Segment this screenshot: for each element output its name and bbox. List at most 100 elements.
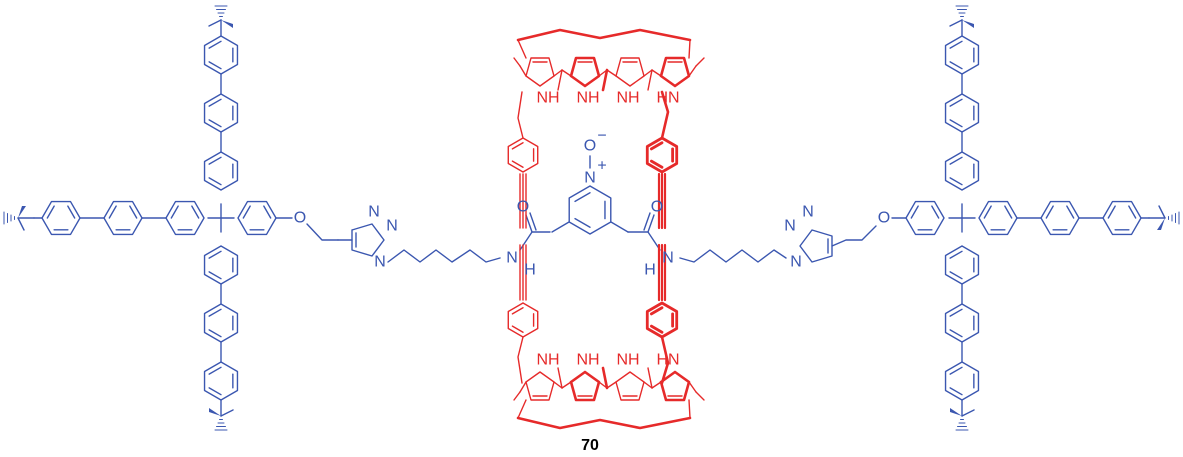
stopper-ring	[944, 151, 980, 191]
phenoxy-ring	[905, 200, 945, 236]
stopper-ring	[203, 151, 239, 191]
stopper-ring-double-bond	[208, 387, 222, 396]
stopper-ring-double-bond	[67, 205, 76, 219]
triazole-n: N	[374, 254, 386, 271]
stopper-ring-double-bond	[949, 366, 963, 375]
top-calix-pyrrole	[659, 56, 691, 88]
ring-substituent-bond	[551, 221, 570, 233]
ch2-linker	[306, 223, 339, 241]
carbonyl-o-right: O	[651, 199, 663, 216]
pyrrole-nh-label: NH	[576, 352, 599, 369]
stopper-ring	[203, 93, 239, 133]
triazole-n: N	[790, 254, 802, 271]
bottom-calix-meso-bond	[561, 381, 572, 389]
stopper-ring-double-bond	[949, 387, 963, 396]
top-calix-pyrrole	[569, 56, 601, 88]
bottom-calix-methyl	[647, 367, 653, 389]
stopper-ring-double-bond	[208, 61, 222, 70]
bottom-calix-rim	[688, 399, 691, 419]
bottom-calix-rim	[516, 416, 692, 430]
cage-phenylene-thin	[507, 137, 539, 173]
stopper-ring-double-bond	[208, 308, 222, 317]
n-oxide-o: O	[584, 138, 596, 155]
top-calix-methyl	[601, 68, 609, 92]
pyridine-n-oxide-ring	[568, 185, 612, 235]
pyridine-n: N	[584, 170, 596, 187]
carbonyl-bond	[525, 214, 533, 233]
bottom-calix-methyl	[513, 391, 521, 401]
stopper-ring-double-bond	[949, 61, 963, 70]
bottom-calix-pyrrole	[615, 371, 645, 401]
stopper-ring	[978, 200, 1018, 236]
pyrrole-nh-label: NH	[616, 90, 639, 107]
top-calix-pyrrole	[525, 57, 555, 87]
top-calix-meso-bond	[606, 69, 617, 77]
cage-phenylene-bold-double-bond	[649, 141, 664, 151]
stopper-ring-double-bond	[949, 271, 963, 280]
pyrrole-nh-label: HN	[656, 352, 679, 369]
top-calix-end-bond	[519, 65, 527, 77]
stopper-ring	[944, 35, 980, 75]
top-calix-meso-bond	[651, 69, 662, 77]
tbu-wedge	[962, 20, 974, 28]
stopper-ring-double-bond	[208, 366, 222, 375]
stopper-ring-double-bond	[191, 205, 200, 219]
tbu-wedge	[221, 20, 233, 28]
calixpyrrole-macrocycle	[507, 28, 705, 430]
tbu-wedge	[1157, 218, 1165, 230]
cage-phenylene-thin-double-bond	[511, 325, 524, 333]
butyl-chain-right	[679, 249, 787, 263]
bottom-calix-meso-bond	[651, 381, 662, 389]
stopper-ring-double-bond	[983, 205, 992, 219]
amide-h-right: H	[644, 262, 656, 279]
pyridine-n-oxide-ring-double-bond	[574, 192, 591, 203]
positive-charge: +	[597, 158, 606, 175]
triazole-n: N	[802, 204, 814, 221]
stopper-ring-double-bond	[46, 205, 55, 219]
phenoxy-ring	[237, 200, 277, 236]
stopper-ring-double-bond	[108, 205, 117, 219]
stopper-ring-double-bond	[208, 119, 222, 128]
bottom-calix-pyrrole	[525, 371, 555, 401]
triazole-right	[799, 229, 833, 263]
tbu-methyl	[961, 409, 975, 417]
methylene-link	[517, 336, 524, 384]
butyl-chain-left	[387, 249, 501, 263]
stopper-ring-double-bond	[949, 177, 963, 186]
stopper-ring-double-bond	[1004, 205, 1013, 219]
cage-phenylene-thin-double-bond	[511, 307, 524, 315]
stopper-ring-double-bond	[1128, 205, 1137, 219]
top-calix-methyl	[695, 57, 705, 67]
stopper-ring-double-bond	[1045, 205, 1054, 219]
tbu-wedge	[209, 408, 221, 416]
bottom-calix-rim	[517, 399, 527, 419]
stopper-ring-double-bond	[1107, 205, 1116, 219]
tbu-methyl	[220, 409, 234, 417]
pyrrole-nh-label: NH	[576, 90, 599, 107]
cage-phenylene-thin-double-bond	[511, 160, 524, 168]
stopper-ring-double-bond	[949, 308, 963, 317]
tbu-methyl	[208, 19, 222, 27]
axle-and-stoppers	[3, 5, 1180, 431]
carbonyl-o-left: O	[517, 199, 529, 216]
stopper-ring-double-bond	[208, 177, 222, 186]
cage-phenylene-bold-double-bond	[649, 306, 664, 316]
top-calix-end-bond	[688, 65, 697, 77]
stopper-ring	[203, 35, 239, 75]
phenoxy-ring-double-bond	[242, 205, 251, 219]
stopper-ring	[944, 93, 980, 133]
amide-n-right: N	[662, 250, 674, 267]
bottom-calix-pyrrole	[569, 370, 601, 402]
methylene-link	[660, 335, 670, 385]
top-calix-methyl	[557, 69, 563, 91]
amide-bond-left	[519, 231, 551, 251]
bottom-calix-methyl	[601, 366, 609, 390]
stopper-ring-double-bond	[949, 98, 963, 107]
phenoxy-ring-double-bond	[931, 205, 940, 219]
stopper-ring-double-bond	[208, 98, 222, 107]
bottom-calix-methyl	[695, 391, 705, 401]
methylene-link	[517, 91, 524, 139]
stopper-ring	[1040, 200, 1080, 236]
